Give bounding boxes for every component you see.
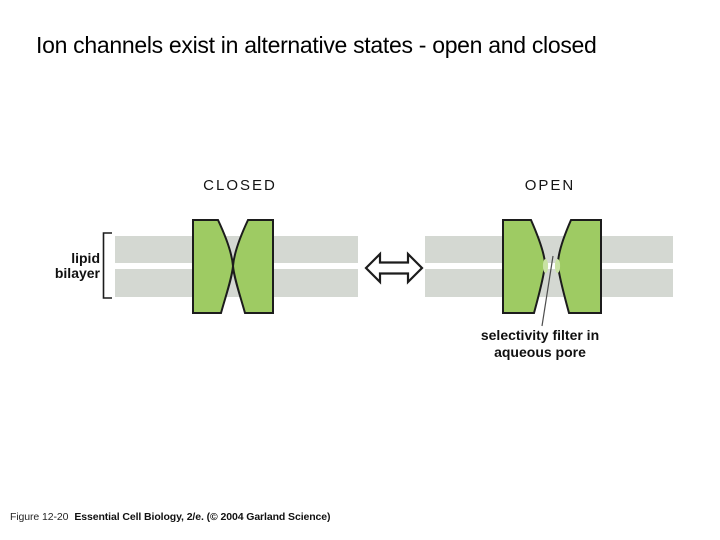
closed-channel-left-half [192, 219, 235, 314]
figure-caption: Figure 12-20 Essential Cell Biology, 2/e.… [10, 510, 331, 524]
figure-number: Figure 12-20 [10, 511, 69, 523]
selectivity-filter-label: selectivity filter in aqueous pore [450, 327, 630, 361]
lipid-bilayer-label-line2: bilayer [54, 265, 100, 281]
closed-channel-right-half [231, 219, 274, 314]
pore-tip-right-highlight [554, 259, 561, 273]
lipid-bilayer-label-line1: lipid [71, 250, 100, 266]
lipid-bilayer-label: lipid bilayer [20, 251, 100, 281]
figure-source: Essential Cell Biology, 2/e. (© 2004 Gar… [74, 511, 331, 523]
open-channel-right-half [556, 219, 602, 314]
lipid-bilayer-bracket [102, 232, 112, 299]
selectivity-filter-label-line1: selectivity filter in [480, 327, 600, 343]
slide-title: Ion channels exist in alternative states… [36, 32, 597, 58]
selectivity-leader-line [541, 255, 554, 327]
open-state-label: OPEN [524, 177, 576, 194]
double-arrow-icon [364, 251, 424, 285]
membrane-leaflet-top-right [425, 236, 673, 263]
closed-state-label: CLOSED [203, 177, 277, 194]
selectivity-filter-label-line2: aqueous pore [494, 344, 586, 360]
open-channel-left-half [502, 219, 547, 314]
pore-tip-left-highlight [542, 259, 549, 273]
